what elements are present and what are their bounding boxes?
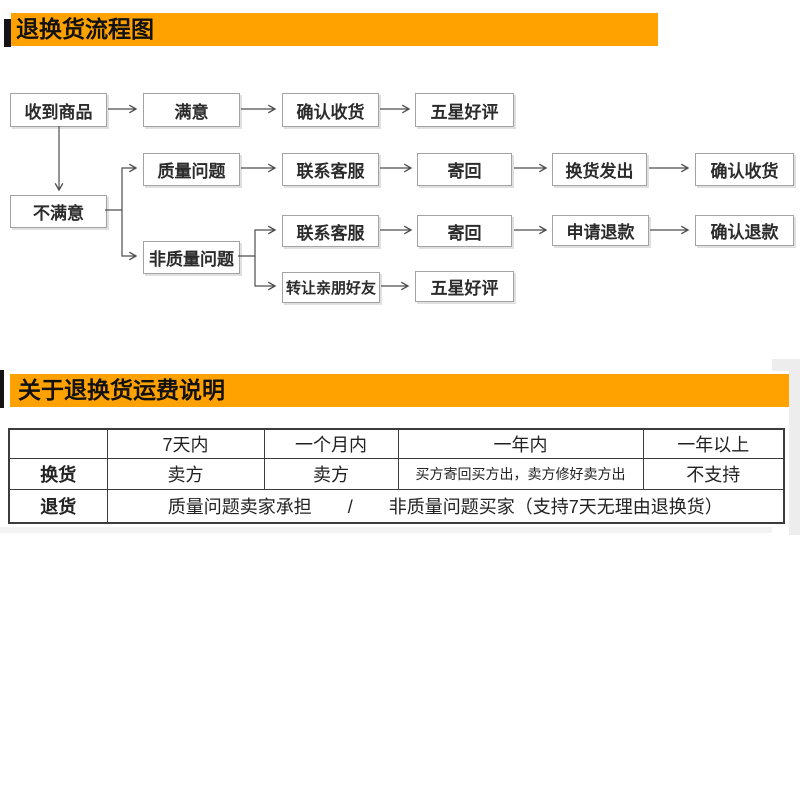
branch-unsatisfied-nonquality bbox=[121, 210, 138, 261]
flow-node-received-goods: 收到商品 bbox=[10, 93, 107, 127]
shipping-fee-table: 7天内 一个月内 一年内 一年以上 换货 卖方 卖方 买方寄回买方出，卖方修好卖… bbox=[8, 428, 785, 524]
flow-node-exchange-shipped: 换货发出 bbox=[552, 153, 647, 186]
branch-nonquality-contact bbox=[238, 225, 277, 257]
fee-exchange-1year: 买方寄回买方出，卖方修好卖方出 bbox=[397, 457, 644, 490]
fee-table-exchange-row: 换货 卖方 卖方 买方寄回买方出，卖方修好卖方出 不支持 bbox=[8, 457, 785, 490]
flow-node-confirm-receipt-row2: 确认收货 bbox=[695, 153, 794, 186]
banner2-accent-bar bbox=[0, 370, 4, 408]
fee-exchange-over1year: 不支持 bbox=[642, 457, 785, 490]
flow-node-give-to-friends: 转让亲朋好友 bbox=[282, 272, 380, 303]
flow-node-unsatisfied: 不满意 bbox=[10, 195, 107, 228]
branch-unsatisfied-quality bbox=[105, 163, 138, 211]
flow-node-confirm-receipt-top: 确认收货 bbox=[282, 93, 379, 127]
shipping-section-title: 关于退换货运费说明 bbox=[10, 374, 800, 407]
flow-node-contact-service-row2: 联系客服 bbox=[282, 153, 379, 186]
fee-th-1month: 一个月内 bbox=[263, 428, 399, 459]
branch-nonquality-friends bbox=[254, 256, 277, 291]
banner-accent-bar bbox=[4, 19, 11, 47]
flow-node-send-back-row3: 寄回 bbox=[417, 215, 512, 247]
flow-node-satisfied: 满意 bbox=[143, 93, 240, 127]
fee-return-policy: 质量问题卖家承担 / 非质量问题买家（支持7天无理由退换货） bbox=[106, 488, 785, 524]
fee-row-exchange-label: 换货 bbox=[8, 457, 108, 490]
fee-th-empty bbox=[8, 428, 108, 459]
flow-node-send-back-row2: 寄回 bbox=[417, 153, 512, 186]
flow-node-confirm-refund: 确认退款 bbox=[695, 215, 794, 246]
flow-node-non-quality-issue: 非质量问题 bbox=[143, 241, 240, 274]
flow-node-contact-service-row3: 联系客服 bbox=[282, 215, 379, 247]
fee-table-return-row: 退货 质量问题卖家承担 / 非质量问题买家（支持7天无理由退换货） bbox=[8, 488, 785, 524]
flow-node-apply-refund: 申请退款 bbox=[552, 215, 649, 246]
page-edge-strip bbox=[789, 359, 800, 535]
fee-exchange-1month: 卖方 bbox=[263, 457, 399, 490]
fee-th-1year: 一年内 bbox=[397, 428, 644, 459]
fee-table-header-row: 7天内 一个月内 一年内 一年以上 bbox=[8, 428, 785, 459]
fee-row-return-label: 退货 bbox=[8, 488, 108, 524]
flow-node-quality-issue: 质量问题 bbox=[143, 153, 240, 186]
flow-node-five-star-top: 五星好评 bbox=[415, 93, 514, 127]
flow-node-five-star-bottom: 五星好评 bbox=[415, 271, 514, 302]
flow-section-title: 退换货流程图 bbox=[11, 13, 658, 46]
flow-connectors bbox=[54, 104, 690, 291]
fee-th-7days: 7天内 bbox=[106, 428, 265, 459]
fee-exchange-7days: 卖方 bbox=[106, 457, 265, 490]
table-bottom-shadow bbox=[0, 527, 772, 533]
fee-th-over1year: 一年以上 bbox=[642, 428, 785, 459]
page-edge-corner bbox=[772, 359, 800, 371]
